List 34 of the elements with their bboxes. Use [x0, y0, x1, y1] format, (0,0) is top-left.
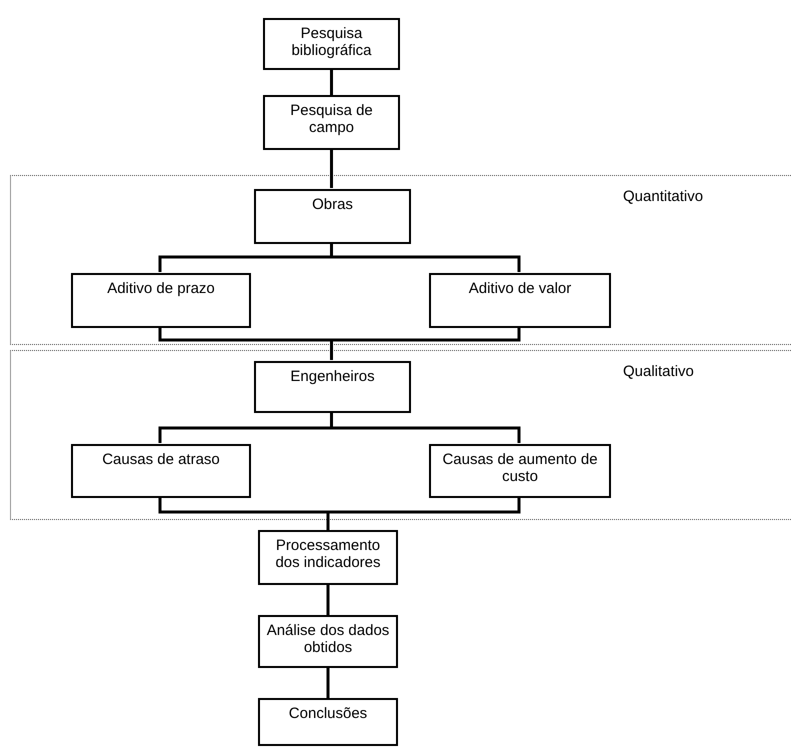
step-label: Análise dos dados obtidos: [266, 622, 390, 656]
step-label: Aditivo de prazo: [107, 280, 215, 297]
step-label: Aditivo de valor: [468, 280, 572, 297]
connector-line: [326, 585, 330, 615]
connector-line: [330, 327, 520, 360]
connector-line: [330, 243, 520, 272]
process-box: [71, 273, 251, 328]
connector-line: [330, 70, 333, 95]
group-heading: Qualitativo: [623, 363, 694, 380]
process-box: [263, 18, 400, 70]
process-box: [254, 361, 411, 413]
group-band: [10, 175, 791, 345]
process-box: [71, 444, 251, 498]
step-label: Pesquisa de campo: [289, 102, 374, 136]
process-box: [258, 615, 398, 668]
connector-line: [330, 412, 520, 443]
process-box: [258, 698, 398, 746]
connector-line: [326, 497, 520, 530]
step-label: Causas de atraso: [102, 451, 220, 468]
process-box: [429, 444, 611, 498]
step-label: Engenheiros: [290, 368, 375, 385]
process-box: [258, 530, 398, 585]
connector-line: [326, 668, 330, 698]
group-band: [10, 350, 791, 520]
connector-line: [330, 150, 333, 188]
group-heading: Quantitativo: [623, 188, 704, 205]
step-label: Obras: [312, 196, 353, 213]
process-box: [429, 273, 611, 328]
process-box: [263, 95, 400, 150]
step-label: Causas de aumento de custo: [441, 451, 599, 485]
process-box: [254, 189, 411, 244]
step-label: Processamento dos indicadores: [274, 537, 382, 571]
step-label: Pesquisa bibliográfica: [290, 25, 373, 59]
step-label: Conclusões: [288, 705, 368, 722]
